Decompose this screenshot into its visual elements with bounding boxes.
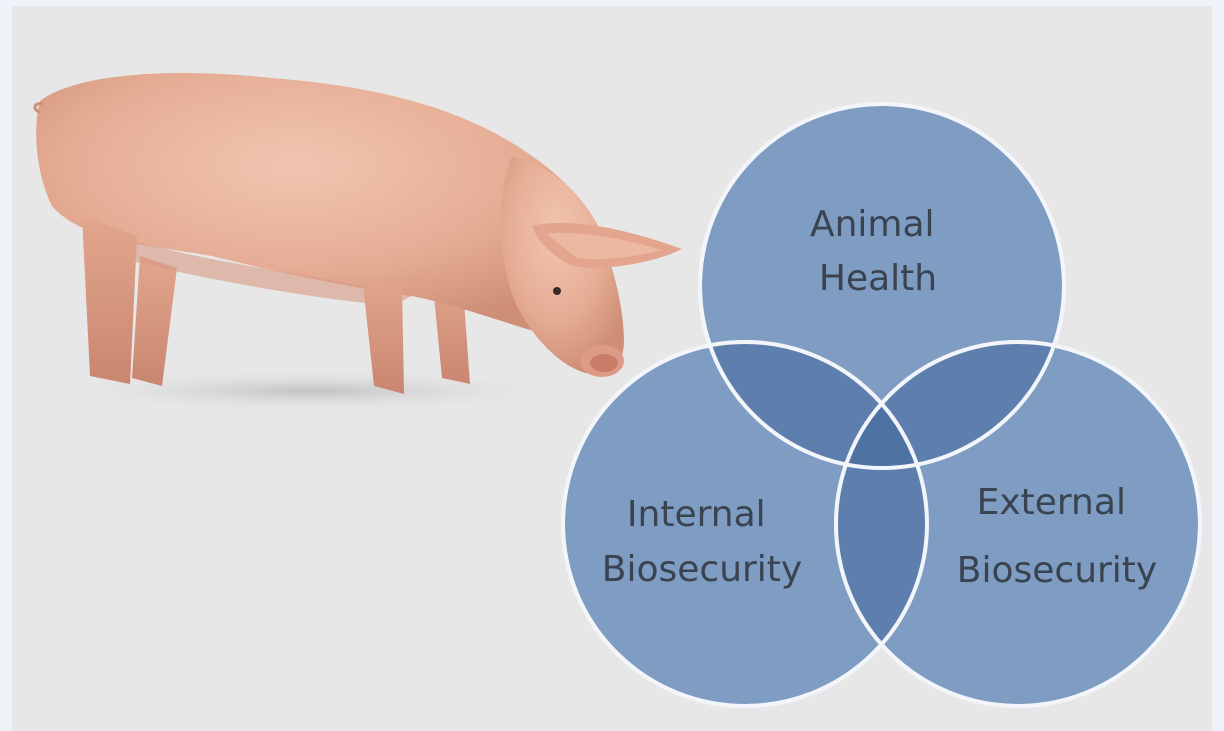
label-external-biosecurity-line1: External — [977, 482, 1126, 523]
label-animal-health-line2: Health — [819, 258, 937, 299]
diagram-canvas: Animal Health Internal Biosecurity Exter… — [12, 6, 1212, 731]
label-internal-biosecurity-line2: Biosecurity — [602, 549, 802, 590]
diagram-frame: Animal Health Internal Biosecurity Exter… — [12, 6, 1212, 731]
label-internal-biosecurity-line1: Internal — [627, 494, 766, 535]
label-animal-health-line1: Animal — [810, 204, 935, 245]
label-external-biosecurity-line2: Biosecurity — [957, 550, 1157, 591]
venn-diagram: Animal Health Internal Biosecurity Exter… — [563, 104, 1200, 706]
pig-icon — [35, 73, 682, 413]
